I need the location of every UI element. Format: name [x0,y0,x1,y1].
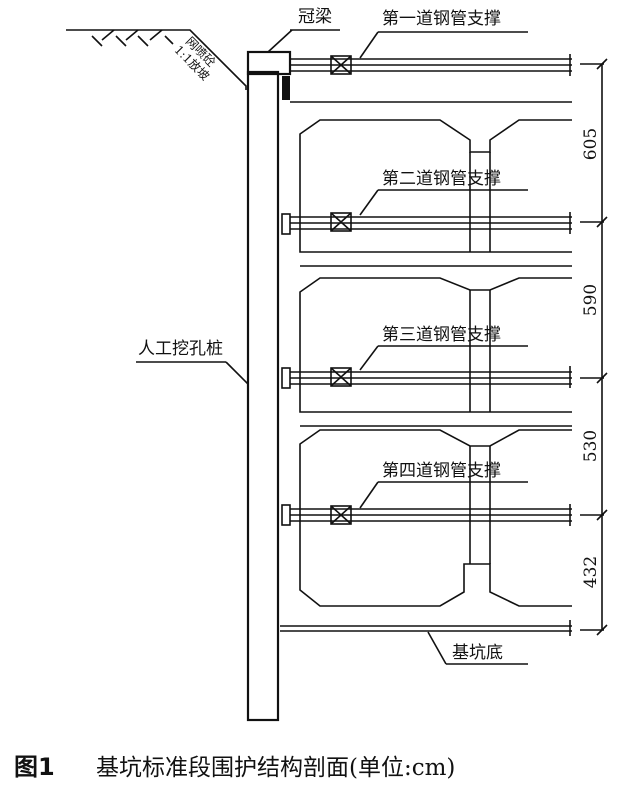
strut-4 [281,504,572,526]
strut-1-label: 第一道钢管支撑 [382,9,501,29]
ground-surface [66,29,247,90]
strut-3 [281,366,572,389]
strut-2-leader [359,189,379,216]
central-column [469,152,491,564]
strut-1 [290,54,572,103]
strut-2 [281,212,572,235]
bored-pile [246,70,280,722]
crown-beam-leader [267,29,293,53]
strut-3-label: 第三道钢管支撑 [382,325,501,345]
pile-label: 人工挖孔桩 [138,339,223,359]
lining-slab-1 [299,119,572,267]
pile-leader [225,361,249,385]
figure-number: 图1 [14,753,55,781]
slope-note: 网喷砼 1:1放坡 [172,34,219,83]
pit-bottom [280,620,572,636]
lining-slab-3 [299,429,572,607]
dimension-chain [580,58,608,636]
strut-2-label: 第二道钢管支撑 [382,169,501,189]
crown-beam-label: 冠梁 [298,7,332,27]
figure-caption: 基坑标准段围护结构剖面(单位:cm) [96,755,455,781]
strut-1-leader [359,31,379,59]
pit-bottom-label: 基坑底 [452,643,503,663]
strut-4-leader [359,481,379,509]
pit-bottom-leader [427,631,447,665]
dimension-1: 605 [581,128,601,160]
strut-3-leader [359,345,379,371]
lining-slab-2 [299,277,572,427]
dimension-3: 530 [581,430,601,462]
strut-4-label: 第四道钢管支撑 [382,461,501,481]
dimension-4: 432 [581,556,601,588]
dimension-2: 590 [581,284,601,316]
crown-beam [246,50,292,100]
